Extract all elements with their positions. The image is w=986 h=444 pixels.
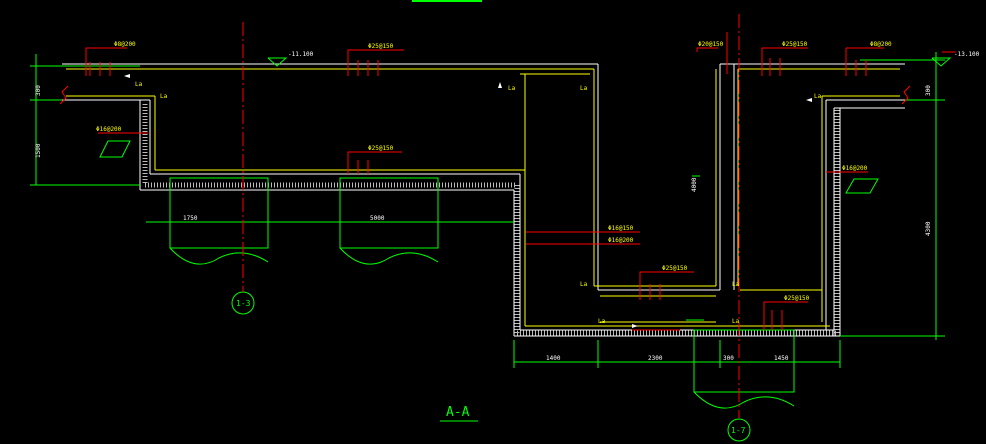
dim-1750: 1750 <box>183 215 198 222</box>
callout-top-right-b: Φ25@150 <box>782 41 808 48</box>
anchor-label: La <box>580 281 588 288</box>
callout-step-b: Φ16@200 <box>608 237 634 244</box>
callout-pit-floor: Φ25@150 <box>662 265 688 272</box>
dim-1400: 1400 <box>546 355 561 362</box>
anchor-label: La <box>508 85 516 92</box>
elevation-label-left: -11.100 <box>288 51 314 58</box>
callout-leaders <box>59 32 956 331</box>
axis-label-1-7: 1-7 <box>731 426 746 435</box>
dim-5000: 5000 <box>370 215 385 222</box>
callout-top-right-a: Φ20@150 <box>698 41 724 48</box>
section-title: A-A <box>446 405 470 420</box>
callout-step-a: Φ16@150 <box>608 225 634 232</box>
anchor-label: La <box>732 281 740 288</box>
dimension-lines <box>30 52 952 442</box>
dim-v-300-right: 300 <box>925 85 932 96</box>
callout-top-center: Φ25@150 <box>368 43 394 50</box>
anchor-label: La <box>135 81 143 88</box>
rebar-arrows <box>124 74 812 328</box>
axis-bubble-1-7 <box>727 418 751 442</box>
concrete-outline <box>62 63 905 337</box>
anchor-label: La <box>814 93 822 100</box>
elevation-label-right: -13.100 <box>954 51 980 58</box>
callout-left-wall: Φ16@200 <box>96 126 122 133</box>
piles <box>169 177 795 409</box>
dim-v-1500: 1500 <box>35 143 42 158</box>
callout-right-wall: Φ16@200 <box>842 165 868 172</box>
anchor-label: La <box>598 318 606 325</box>
dim-300: 300 <box>723 355 734 362</box>
callout-pit-right: Φ25@150 <box>784 295 810 302</box>
dim-v-4000: 4000 <box>691 177 698 192</box>
anchor-label: La <box>580 85 588 92</box>
anchor-label: La <box>732 318 740 325</box>
dim-1450: 1450 <box>774 355 789 362</box>
callout-top-right-c: Φ8@200 <box>870 41 892 48</box>
dim-v-300-left: 300 <box>35 85 42 96</box>
anchor-label: La <box>160 93 168 100</box>
rebar-lines <box>66 68 900 327</box>
dim-2300: 2300 <box>648 355 663 362</box>
dim-v-4300: 4300 <box>925 221 932 236</box>
axis-label-1-3: 1-3 <box>236 299 251 308</box>
axis-lines <box>242 14 740 418</box>
concrete-hatch <box>142 104 840 336</box>
callout-slab-mid: Φ25@150 <box>368 145 394 152</box>
callout-top-left: Φ8@200 <box>114 41 136 48</box>
